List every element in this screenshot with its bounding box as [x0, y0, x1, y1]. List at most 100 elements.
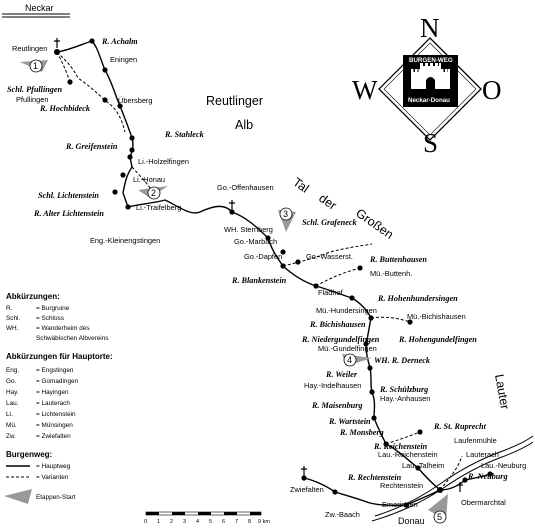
town-kleinengstingen: Eng.-Kleinengstingen [90, 236, 160, 245]
compass-west: W [352, 75, 378, 105]
castle-greifenstein: R. Greifenstein [65, 142, 118, 151]
town-honau: Li.-Honau [133, 175, 165, 184]
route-dots [54, 38, 493, 508]
town-talheim: Lau.-Talheim [402, 461, 444, 470]
scale-tick-label: 0 [144, 519, 147, 525]
castle-neuburg: R. Neuburg [467, 472, 508, 481]
legend-abbr-value: = Schloss [36, 315, 64, 322]
town-hundersingen: Mü.-Hundersingen [316, 306, 377, 315]
town-labels: Reutlingen Eningen Pfullingen Übersberg … [12, 44, 526, 519]
scale-tick-label: 9 km [258, 519, 270, 525]
castle-hohengundelfingen: R. Hohengundelfingen [398, 335, 477, 344]
castle-derneck: WH. R. Derneck [374, 356, 431, 365]
legend-place-key: Mü. [6, 422, 17, 429]
region-lauter: Lauter [492, 373, 512, 410]
legend-stage-icon [4, 489, 32, 504]
town-offenhausen: Go.-Offenhausen [217, 183, 274, 192]
compass-rose: N S W O BURGEN-WEG Neckar-Donau [352, 13, 502, 158]
scale-tick-label: 3 [183, 519, 186, 525]
scale-tick-label: 4 [196, 519, 199, 525]
region-der: der [316, 191, 339, 213]
legend-stage: Etappen-Start [36, 494, 76, 501]
town-zw-baach: Zw.-Baach [325, 510, 360, 519]
castle-achalm: R. Achalm [101, 37, 138, 46]
town-holzelfingen: Li.-Holzelfingen [138, 157, 189, 166]
castle-wartstein: R. Wartstein [328, 417, 371, 426]
castle-labels: R. Achalm Schl. Pfullingen R. Hochbideck… [7, 37, 508, 482]
castle-maisenburg: R. Maisenburg [311, 401, 363, 410]
legend-variant: = Varianten [36, 474, 69, 481]
castle-niedergundelfingen: R. Niedergundelfingen [301, 335, 380, 344]
town-emeringen: Emeringen [382, 500, 418, 509]
castle-st-ruprecht: R. St. Ruprecht [433, 422, 487, 431]
scale-tick-label: 1 [157, 519, 160, 525]
compass-south: S [423, 128, 438, 158]
castle-reichenstein: R. Reichenstein [373, 442, 428, 451]
map-legend: Abkürzungen: R. = Burgruine Schl. = Schl… [4, 292, 113, 504]
legend-place-key: Li. [6, 411, 13, 418]
compass-north: N [420, 13, 440, 43]
town-marbach: Go.-Marbach [234, 237, 277, 246]
scale-tick-label: 8 [248, 519, 251, 525]
town-laufenmuehle: Laufenmühle [454, 436, 497, 445]
legend-place-value: = Zwiefalten [36, 433, 71, 440]
castle-stahleck: R. Stahleck [164, 130, 205, 139]
scale-tick-label: 6 [222, 519, 225, 525]
emblem-title-bottom: Neckar-Donau [408, 97, 450, 104]
legend-abbr-key: Schl. [6, 315, 20, 322]
town-lau-neuburg: Lau.-Neuburg [481, 461, 526, 470]
scale-tick-label: 5 [209, 519, 212, 525]
town-reichenstein: Lau.-Reichenstein [378, 450, 438, 459]
region-grossen: Großen [353, 206, 396, 242]
legend-place-value: = Gomadingen [36, 378, 79, 385]
legend-places-title: Abkürzungen für Hauptorte: [6, 352, 113, 361]
castle-weiler: R. Weiler [325, 370, 358, 379]
legend-abbr-value: = Burgruine [36, 305, 70, 312]
town-buttenhausen: Mü.-Buttenh. [370, 269, 412, 278]
river-neckar [2, 13, 70, 18]
legend-abbr-key: WH. [6, 325, 19, 332]
legend-way-title: Burgenweg: [6, 450, 52, 459]
legend-place-key: Go. [6, 378, 17, 385]
town-sternberg: WH. Sternberg [224, 225, 273, 234]
castle-monsberg: R. Monsberg [339, 428, 384, 437]
castle-icon [411, 63, 450, 89]
legend-abbr-key: R. [6, 305, 13, 312]
castle-alter-lichtenstein: R. Alter Lichtenstein [33, 209, 104, 218]
castle-rechtenstein: R. Rechtenstein [347, 473, 402, 482]
label-river-neckar: Neckar [25, 3, 54, 13]
legend-place-key: Hay. [6, 389, 19, 396]
town-traifelberg: Li.-Traifelberg [136, 203, 181, 212]
legend-main: = Hauptweg [36, 463, 71, 470]
castle-hochbideck: R. Hochbideck [39, 104, 91, 113]
legend-place-value: = Lauterach [36, 400, 70, 407]
stage-number-3: 3 [283, 209, 288, 219]
stage-number-2: 2 [151, 188, 156, 198]
legend-abbr-value: = Wanderheim des [36, 325, 90, 332]
castle-lichtenstein: Schl. Lichtenstein [38, 191, 99, 200]
legend-place-key: Lau. [6, 400, 19, 407]
town-bichishausen: Mü.-Bichishausen [407, 312, 466, 321]
stage-markers: 1 2 3 4 5 [20, 59, 448, 524]
town-indelhausen: Hay.-Indelhausen [304, 381, 361, 390]
stage-number-4: 4 [347, 355, 352, 365]
castle-bichishausen: R. Bichishausen [309, 320, 366, 329]
legend-place-key: Eng. [6, 367, 19, 374]
legend-place-value: = Münsingen [36, 422, 73, 429]
church-icons [54, 38, 463, 492]
town-lauterach: Lauterach [466, 450, 499, 459]
town-zwiefalten: Zwiefalten [290, 485, 324, 494]
town-eningen: Eningen [110, 55, 137, 64]
legend-abbr-title: Abkürzungen: [6, 292, 60, 301]
route-main [56, 40, 491, 507]
town-dapfen: Go.-Dapfen [244, 252, 282, 261]
legend-place-value: = Lichtenstein [36, 411, 76, 418]
legend-place-value: = Hayingen [36, 389, 69, 396]
town-fladhof: Fladhof [318, 288, 344, 297]
label-river-donau: Donau [398, 516, 425, 526]
town-reutlingen: Reutlingen [12, 44, 47, 53]
town-uebersberg: Übersberg [118, 96, 153, 105]
town-rechtenstein: Rechtenstein [380, 481, 423, 490]
scale-bar: 0 1 2 3 4 5 6 7 8 9 km [144, 511, 270, 525]
